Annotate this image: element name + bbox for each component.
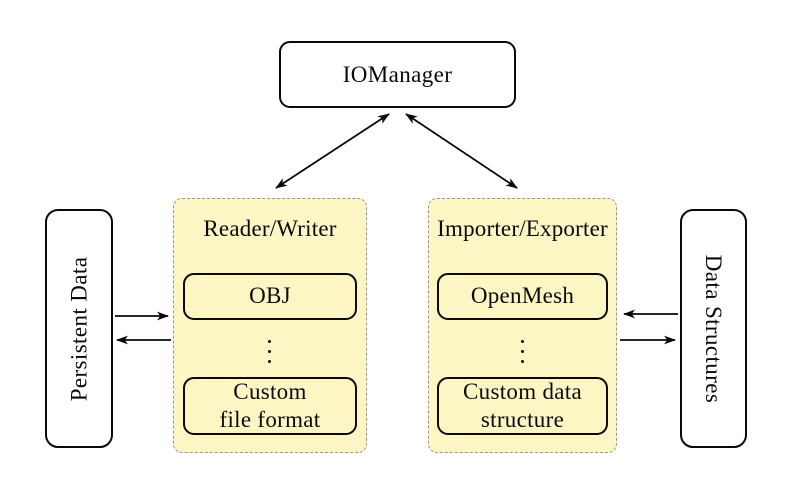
obj-node: OBJ <box>183 273 357 320</box>
custom-file-format-node: Custom file format <box>183 377 357 435</box>
iomanager-label: IOManager <box>342 61 453 87</box>
obj-label: OBJ <box>249 283 291 309</box>
persistent-data-label: Persistent Data <box>66 256 92 401</box>
custom-data-structure-label: Custom data structure <box>463 378 582 432</box>
importer-exporter-title: Importer/Exporter <box>437 216 608 241</box>
reader-writer-title: Reader/Writer <box>203 216 337 241</box>
arrow-iomanager-importerexporter <box>405 113 518 189</box>
arrow-iomanager-readerwriter <box>275 113 390 189</box>
custom-file-format-label: Custom file format <box>219 378 321 432</box>
reader-writer-panel: Reader/Writer <box>173 198 367 453</box>
vertical-ellipsis-icon <box>520 340 524 363</box>
vertical-ellipsis-icon <box>267 340 271 363</box>
iomanager-node: IOManager <box>279 41 516 108</box>
custom-data-structure-node: Custom data structure <box>437 377 608 435</box>
openmesh-label: OpenMesh <box>470 283 575 309</box>
data-structures-node: Data Structures <box>680 209 747 448</box>
data-structures-label: Data Structures <box>701 254 727 403</box>
importer-exporter-panel: Importer/Exporter <box>428 198 617 453</box>
persistent-data-node: Persistent Data <box>45 209 113 448</box>
openmesh-node: OpenMesh <box>437 273 608 320</box>
